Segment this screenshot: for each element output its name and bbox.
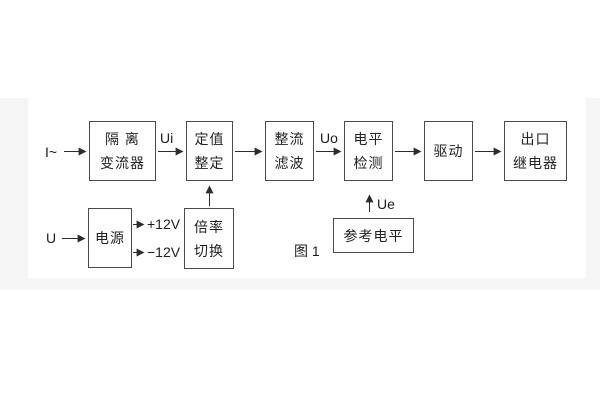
power-minus12-label: −12V	[147, 244, 181, 260]
block-output-relay-line1: 出口	[520, 131, 551, 147]
voltage-input-label: U	[46, 230, 57, 246]
block-ratio-switch: 倍率 切换	[184, 208, 234, 269]
signal-ue-label: Ue	[377, 196, 395, 212]
block-rectify-filter-line1: 整流	[274, 131, 305, 147]
block-isolation-transformer: 隔 离 变流器	[89, 121, 156, 181]
block-power-supply-line1: 电源	[95, 230, 125, 246]
block-output-relay: 出口 继电器	[504, 121, 567, 181]
block-reference-level-line1: 参考电平	[343, 227, 404, 244]
block-level-detect-line2: 检测	[353, 155, 384, 171]
block-rectify-filter-line2: 滤波	[274, 155, 305, 171]
block-isolation-transformer-line2: 变流器	[100, 155, 145, 171]
current-input-label: I~	[45, 144, 58, 160]
block-setting-adjust: 定值 整定	[186, 121, 233, 181]
power-plus12-label: +12V	[147, 216, 181, 232]
block-rectify-filter: 整流 滤波	[265, 121, 314, 181]
block-drive-line1: 驱动	[433, 143, 464, 159]
block-reference-level: 参考电平	[333, 218, 414, 253]
figure-caption: 图 1	[294, 243, 320, 259]
block-level-detect-line1: 电平	[353, 131, 384, 147]
block-ratio-switch-line1: 倍率	[194, 218, 224, 235]
block-setting-adjust-line2: 整定	[194, 155, 225, 171]
block-ratio-switch-line2: 切换	[194, 242, 224, 259]
block-level-detect: 电平 检测	[344, 121, 393, 181]
block-setting-adjust-line1: 定值	[194, 131, 225, 147]
block-drive: 驱动	[424, 121, 473, 181]
signal-uo-label: Uo	[320, 130, 338, 146]
block-power-supply: 电源	[88, 208, 132, 268]
block-isolation-transformer-line1: 隔 离	[105, 131, 140, 147]
block-output-relay-line2: 继电器	[513, 155, 558, 171]
signal-ui-label: Ui	[160, 130, 174, 146]
